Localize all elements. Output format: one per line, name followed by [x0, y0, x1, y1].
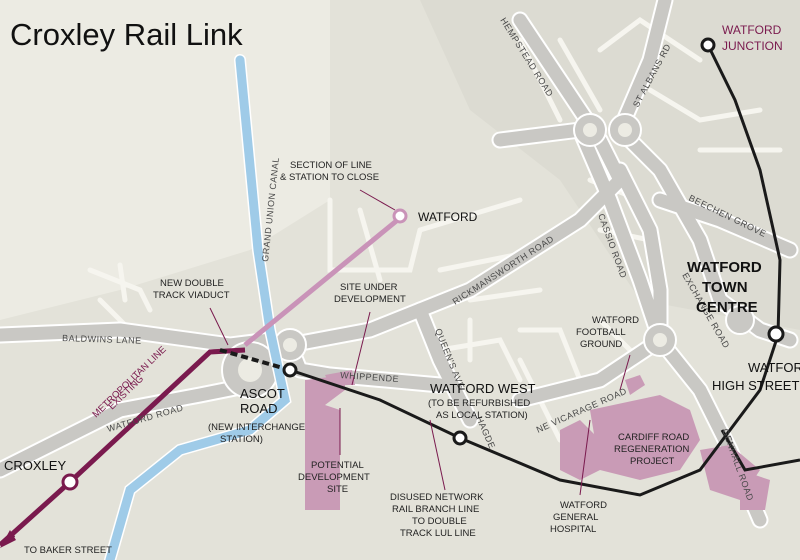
label-watford: WATFORD [418, 210, 478, 224]
label-watford-junction-1: WATFORD [722, 23, 782, 37]
label-watford-west-note-1: (TO BE REFURBISHED [428, 398, 530, 409]
label-hospital-1: WATFORD [560, 500, 607, 511]
station-watford-west [452, 430, 468, 446]
label-watford-west-note-2: AS LOCAL STATION) [436, 410, 528, 421]
note-viaduct-1: NEW DOUBLE [160, 278, 224, 289]
note-site-under-2: DEVELOPMENT [334, 294, 406, 305]
label-football-1: WATFORD [592, 315, 639, 326]
label-watford-junction-2: JUNCTION [722, 39, 783, 53]
station-ascot-road [282, 362, 298, 378]
note-disused-4: TRACK LUL LINE [400, 528, 476, 539]
label-hospital-2: GENERAL [553, 512, 598, 523]
station-watford-high-street [767, 325, 785, 343]
label-ascot-note-2: STATION) [220, 434, 263, 445]
label-football-3: GROUND [580, 339, 622, 350]
croxley-rail-link-line [289, 44, 782, 497]
label-croxley: CROXLEY [4, 458, 66, 473]
label-watford-high-street-2: HIGH STREET [712, 378, 799, 393]
note-section-close-2: & STATION TO CLOSE [280, 172, 379, 183]
note-potential-2: DEVELOPMENT [298, 472, 370, 483]
label-hospital-3: HOSPITAL [550, 524, 596, 535]
station-watford [392, 208, 408, 224]
label-cardiff-1: CARDIFF ROAD [618, 432, 689, 443]
closing-line [243, 216, 402, 347]
label-town-centre-1: WATFORD [687, 259, 762, 276]
note-section-close-1: SECTION OF LINE [290, 160, 372, 171]
arrow-icon [0, 530, 16, 548]
label-watford-west: WATFORD WEST [430, 381, 535, 396]
main-roads [0, 0, 799, 529]
note-viaduct-2: TRACK VIADUCT [153, 290, 230, 301]
development-areas [305, 370, 770, 510]
station-watford-junction [700, 37, 716, 53]
stations [61, 37, 785, 491]
label-watford-high-street-1: WATFORD [748, 360, 800, 375]
place-labels: WATFORD TOWN CENTRE WATFORD FOOTBALL GRO… [550, 259, 762, 535]
label-baldwins-lane: BALDWINS LANE [62, 333, 142, 346]
note-potential-3: SITE [327, 484, 348, 495]
label-whippendell: WHIPPENDE [340, 370, 400, 384]
station-croxley [61, 473, 79, 491]
existing-metropolitan-line [0, 347, 246, 548]
page-title: Croxley Rail Link [10, 17, 243, 52]
note-potential-1: POTENTIAL [311, 460, 364, 471]
label-football-2: FOOTBALL [576, 327, 626, 338]
label-ascot-note-1: (NEW INTERCHANGE [208, 422, 305, 433]
label-cardiff-2: REGENERATION [614, 444, 689, 455]
label-cardiff-3: PROJECT [630, 456, 675, 467]
label-ascot-road-2: ROAD [240, 401, 278, 416]
grand-union-canal [104, 54, 292, 560]
label-town-centre-2: TOWN [702, 279, 748, 296]
note-disused-1: DISUSED NETWORK [390, 492, 484, 503]
note-disused-3: TO DOUBLE [412, 516, 467, 527]
note-disused-2: RAIL BRANCH LINE [392, 504, 479, 515]
note-to-baker-street: TO BAKER STREET [24, 545, 112, 556]
leader-lines [209, 189, 631, 496]
new-viaduct [219, 348, 291, 372]
label-town-centre-3: CENTRE [696, 299, 758, 316]
station-labels: WATFORD JUNCTION WATFORD WATFORD HIGH ST… [4, 23, 800, 473]
note-site-under-1: SITE UNDER [340, 282, 398, 293]
label-ascot-road-1: ASCOT [240, 386, 285, 401]
